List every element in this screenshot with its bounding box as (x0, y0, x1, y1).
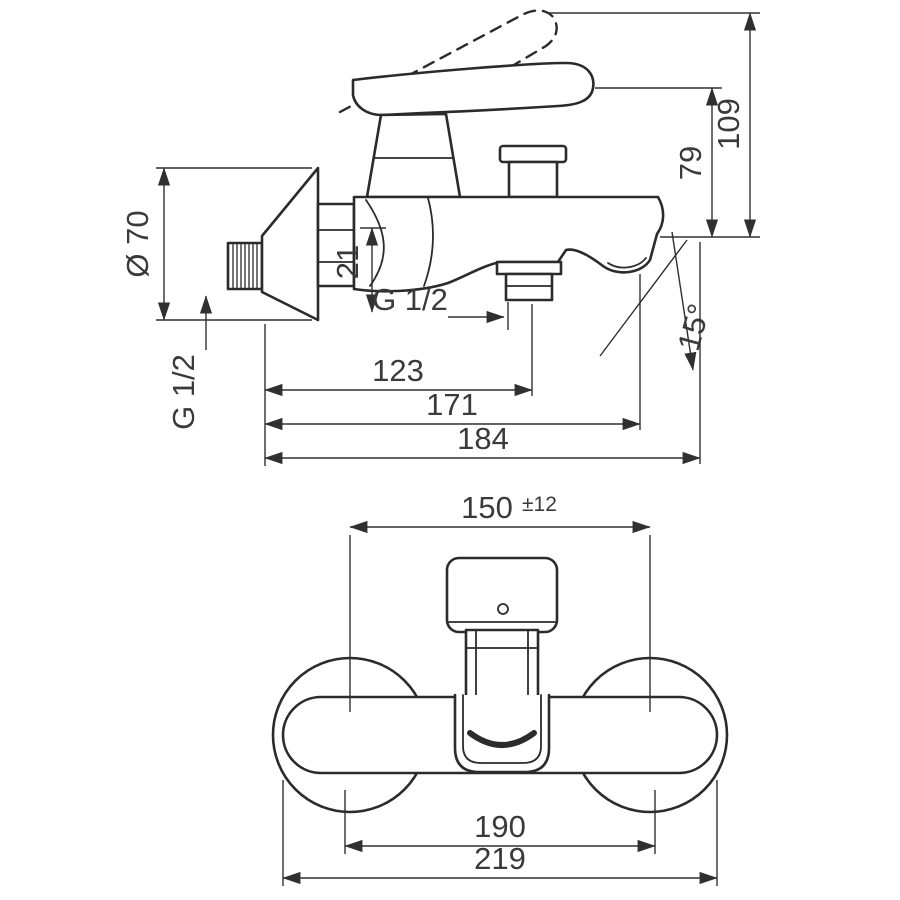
dim-depth-123: 123 (264, 304, 533, 466)
dimension-label: G 1/2 (166, 354, 201, 430)
dimension-label: 190 (474, 809, 526, 844)
dimension-label: 123 (372, 353, 424, 388)
dimension-tolerance: ±12 (522, 493, 557, 516)
escutcheon-cone (260, 166, 320, 322)
dim-connection-spacing-150: 150 ±12 (349, 490, 651, 712)
dimension-label: G 1/2 (372, 282, 448, 317)
dimension-label: 219 (474, 841, 526, 876)
spout-front-outline (453, 693, 551, 774)
dim-width-190: 190 (344, 790, 656, 854)
dimension-label: 21 (330, 245, 365, 279)
cartridge-column (464, 628, 540, 699)
bottom-outlet-body (504, 272, 554, 302)
pipe-thread-hatching (232, 243, 258, 289)
top-connection-body (507, 160, 559, 199)
dimension-label: 109 (711, 98, 746, 150)
handle-base-cap (365, 112, 462, 199)
open-handle-dashed-outline (338, 9, 558, 140)
bottom-outlet-flange (495, 260, 563, 276)
dimension-label: 184 (457, 421, 509, 456)
dimension-label: 150 (461, 490, 513, 525)
dim-depth-171: 171 (264, 274, 641, 431)
handle-screw-hole (497, 603, 509, 615)
dim-escutcheon-diameter: Ø 70 (120, 167, 312, 321)
dim-offset-21: 21 (330, 227, 386, 313)
front-view: 150 ±12 190 219 (271, 490, 729, 886)
dim-height-79: 79 (595, 87, 760, 238)
dimension-label: 15° (671, 300, 717, 354)
dim-outlet-thread: G 1/2 (372, 282, 509, 330)
spout-mouth-inner-line (607, 257, 647, 269)
handle-lever (351, 61, 595, 117)
angle-reference-line (599, 239, 688, 357)
dim-height-109: 109 (548, 12, 760, 238)
angle-line (671, 231, 697, 371)
body-contour-line (423, 197, 434, 287)
dimension-label: 79 (673, 146, 708, 180)
top-connection-cap (498, 144, 568, 164)
dim-depth-184: 184 (264, 242, 701, 465)
handle-cap-front (445, 556, 559, 634)
dim-wall-thread: G 1/2 (166, 295, 213, 430)
side-view: Ø 70 G 1/2 21 G 1/2 15° 79 (120, 9, 760, 466)
spout-opening (467, 730, 537, 748)
spout-front-fill (455, 695, 549, 772)
dim-overall-width-219: 219 (282, 780, 718, 886)
spout-front-inner-line (462, 694, 542, 764)
dimension-label: 171 (426, 387, 478, 422)
wall-connection (226, 166, 356, 322)
dimension-label: Ø 70 (120, 210, 155, 277)
mixer-body (352, 195, 665, 293)
